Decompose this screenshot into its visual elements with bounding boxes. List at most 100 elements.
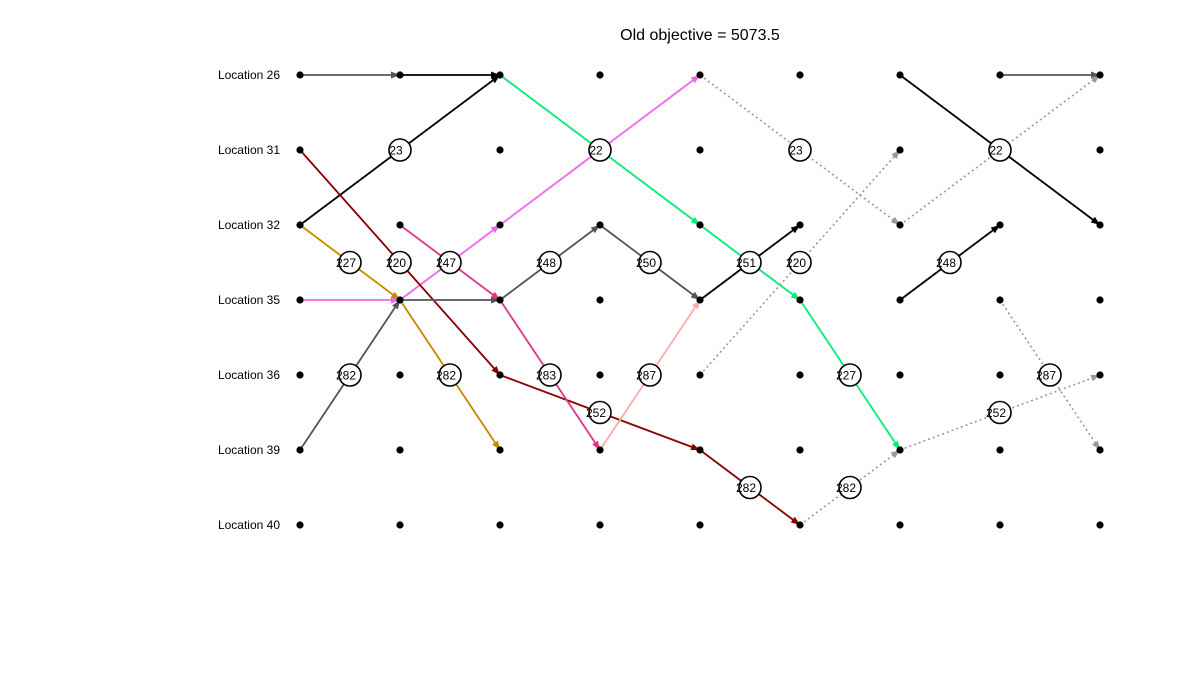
node-circle <box>438 363 462 387</box>
node-circle <box>838 363 862 387</box>
row-label: Location 36 <box>218 368 280 382</box>
route-edge <box>799 449 901 526</box>
grid-point <box>596 71 604 79</box>
row-label: Location 40 <box>218 518 280 532</box>
grid-point <box>296 71 304 79</box>
grid-point <box>1096 71 1104 79</box>
node-circle <box>388 138 412 162</box>
node-circle <box>638 250 662 275</box>
grid-point <box>1096 296 1104 304</box>
node-circle <box>538 250 562 275</box>
grid-point <box>996 446 1004 454</box>
row-label: Location 31 <box>218 143 280 157</box>
grid-point <box>296 221 304 229</box>
grid-point <box>696 521 704 529</box>
diagram-title: Old objective = 5073.5 <box>620 27 780 44</box>
grid-points <box>296 71 1104 529</box>
grid-point <box>496 446 504 454</box>
node-circle <box>838 475 862 500</box>
grid-point <box>396 71 404 79</box>
row-label: Location 26 <box>218 68 280 82</box>
grid-point <box>696 71 704 79</box>
grid-point <box>396 221 404 229</box>
grid-point <box>296 296 304 304</box>
node-label: 227 <box>336 256 356 270</box>
row-label: Location 32 <box>218 218 280 232</box>
grid-point <box>896 146 904 154</box>
grid-point <box>896 446 904 454</box>
node-label: 251 <box>736 256 756 270</box>
row-label: Location 35 <box>218 293 280 307</box>
node-label: 282 <box>336 369 356 383</box>
grid-point <box>496 296 504 304</box>
route-arrowhead <box>491 296 500 304</box>
route-arrowhead <box>1091 71 1100 79</box>
grid-point <box>1096 521 1104 529</box>
node-label: 287 <box>636 369 656 383</box>
grid-point <box>796 221 804 229</box>
grid-point <box>1096 446 1104 454</box>
grid-point <box>1096 371 1104 379</box>
grid-point <box>896 71 904 79</box>
grid-point <box>796 446 804 454</box>
grid-point <box>296 446 304 454</box>
grid-point <box>296 146 304 154</box>
node-circle <box>988 400 1012 425</box>
grid-point <box>796 296 804 304</box>
node-label: 227 <box>836 369 856 383</box>
grid-point <box>996 221 1004 229</box>
node-circle <box>388 250 412 275</box>
node-circle <box>638 363 662 387</box>
grid-point <box>596 446 604 454</box>
node-circle <box>788 250 812 275</box>
grid-point <box>896 296 904 304</box>
grid-point <box>996 71 1004 79</box>
grid-point <box>896 221 904 229</box>
grid-point <box>496 521 504 529</box>
node-circle <box>338 363 362 387</box>
node-label: 22 <box>989 144 1003 158</box>
node-circle <box>938 250 962 275</box>
grid-point <box>796 371 804 379</box>
node-label: 247 <box>436 256 456 270</box>
grid-point <box>796 521 804 529</box>
node-circle <box>1038 363 1062 387</box>
grid-point <box>696 146 704 154</box>
grid-point <box>396 371 404 379</box>
node-label: 250 <box>636 256 656 270</box>
grid-point <box>696 446 704 454</box>
grid-point <box>596 221 604 229</box>
node-label: 283 <box>536 369 556 383</box>
node-circle <box>788 138 812 162</box>
grid-point <box>596 296 604 304</box>
node-circle <box>588 400 612 425</box>
grid-point <box>596 371 604 379</box>
node-label: 248 <box>536 256 556 270</box>
route-arrowhead <box>491 71 500 79</box>
node-circle <box>738 475 762 500</box>
grid-point <box>1096 221 1104 229</box>
route-arrowhead <box>391 296 400 304</box>
grid-point <box>996 521 1004 529</box>
grid-point <box>696 221 704 229</box>
node-label: 252 <box>586 406 606 420</box>
grid-point <box>496 146 504 154</box>
grid-point <box>796 71 804 79</box>
grid-point <box>496 371 504 379</box>
node-circle <box>438 250 462 275</box>
grid-point <box>696 371 704 379</box>
node-label: 22 <box>589 144 603 158</box>
grid-point <box>996 371 1004 379</box>
node-circle <box>588 138 612 162</box>
grid-point <box>696 296 704 304</box>
node-label: 282 <box>436 369 456 383</box>
grid-point <box>896 371 904 379</box>
row-labels: Location 26 Location 31 Location 32 Locatio… <box>218 68 280 532</box>
node-label: 220 <box>786 256 806 270</box>
node-label: 252 <box>986 406 1006 420</box>
row-label: Location 39 <box>218 443 280 457</box>
grid-point <box>296 371 304 379</box>
grid-point <box>396 446 404 454</box>
